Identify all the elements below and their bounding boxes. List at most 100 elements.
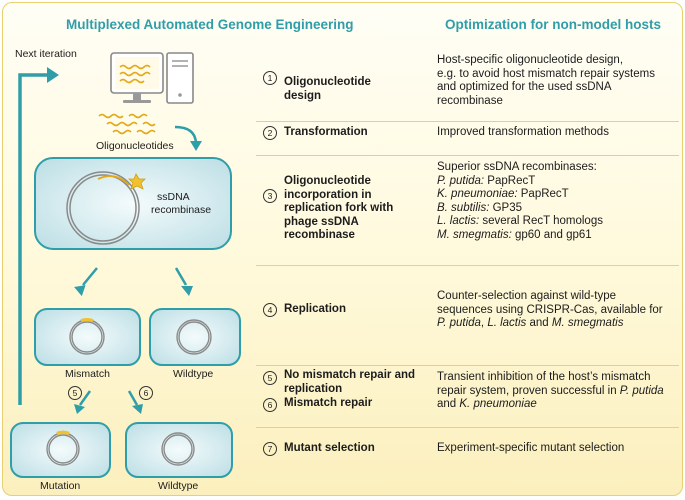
oligo-to-cell-arrow bbox=[174, 125, 198, 144]
next-iteration-arrowhead bbox=[47, 67, 59, 83]
row-divider bbox=[256, 155, 679, 156]
step-number-7: 7 bbox=[263, 442, 277, 456]
description-text: recombinase bbox=[437, 94, 503, 107]
step-label-line: recombinase bbox=[284, 229, 355, 241]
step-number-2: 2 bbox=[263, 126, 277, 140]
description-line: e.g. to avoid host mismatch repair syste… bbox=[437, 68, 655, 82]
mismatch-cell bbox=[34, 308, 141, 366]
recombinase-label-line: recombinase bbox=[151, 204, 212, 216]
step-label-line: phage ssDNA bbox=[284, 215, 359, 228]
description-line: P. putida: PapRecT bbox=[437, 175, 603, 189]
description-text: and bbox=[526, 317, 552, 329]
next-iteration-arrow bbox=[18, 73, 50, 405]
oligonucleotides-label: Oligonucleotides bbox=[96, 140, 174, 152]
wildtype-cell-bottom bbox=[125, 422, 233, 478]
species-name: M. smegmatis bbox=[551, 317, 624, 329]
description-line: and K. pneumoniae bbox=[437, 398, 664, 412]
species-name: L. lactis: bbox=[437, 215, 480, 227]
description-line: B. subtilis: GP35 bbox=[437, 202, 603, 216]
description-text: gp60 and gp61 bbox=[511, 228, 592, 241]
wildtype-top-label: Wildtype bbox=[173, 368, 214, 380]
row-divider bbox=[256, 427, 679, 428]
arrow-to-mutation-head bbox=[74, 404, 85, 414]
description-text: e.g. to avoid host mismatch repair syste… bbox=[437, 67, 655, 80]
step-description: Superior ssDNA recombinases:P. putida: P… bbox=[437, 161, 603, 242]
description-text: Counter-selection against wild-type bbox=[437, 290, 616, 302]
arrow-to-wildtype-top bbox=[174, 267, 188, 286]
step-description: Transient inhibition of the host’s misma… bbox=[437, 371, 664, 412]
species-name: P. putida: bbox=[437, 174, 485, 187]
step-label-line: design bbox=[284, 89, 322, 102]
big-cell bbox=[34, 157, 232, 250]
step-label-line: Replication bbox=[284, 303, 346, 315]
step-label: Mismatch repair bbox=[284, 397, 372, 411]
step-label-line: Oligonucleotide bbox=[284, 175, 371, 187]
step-number-6: 6 bbox=[263, 398, 277, 412]
step-number-1: 1 bbox=[263, 71, 277, 85]
description-line: K. pneumoniae: PapRecT bbox=[437, 188, 603, 202]
arrow-step-number-5: 5 bbox=[68, 386, 82, 400]
oligo-to-cell-arrowhead bbox=[190, 141, 202, 151]
description-line: repair system, proven successful in P. p… bbox=[437, 385, 664, 399]
step-label-line: Mutant selection bbox=[284, 442, 375, 454]
row-divider bbox=[256, 265, 679, 266]
step-number-4: 4 bbox=[263, 303, 277, 317]
step-label-line: Oligonucleotide bbox=[284, 76, 371, 88]
step-number-3: 3 bbox=[263, 189, 277, 203]
description-text: several RecT homologs bbox=[479, 215, 603, 227]
description-text: PapRecT bbox=[484, 174, 536, 187]
species-name: M. smegmatis: bbox=[437, 228, 512, 241]
diagram-graphics bbox=[10, 52, 241, 478]
description-line: Improved transformation methods bbox=[437, 126, 609, 140]
wildtype-cell-top bbox=[149, 308, 241, 366]
ssdna-recombinase-label: ssDNA recombinase bbox=[151, 191, 211, 217]
row-divider bbox=[256, 365, 679, 366]
description-text: Experiment-specific mutant selection bbox=[437, 442, 625, 454]
species-name: K. pneumoniae: bbox=[437, 188, 518, 200]
description-text: Improved transformation methods bbox=[437, 126, 609, 138]
step-label: Replication bbox=[284, 303, 346, 317]
description-line: P. putida, L. lactis and M. smegmatis bbox=[437, 317, 663, 331]
arrow-to-mismatch-head bbox=[74, 285, 86, 297]
arrow-to-mutation bbox=[78, 390, 92, 406]
arrow-step-number-6: 6 bbox=[139, 386, 153, 400]
description-line: Transient inhibition of the host’s misma… bbox=[437, 371, 664, 385]
description-line: sequences using CRISPR-Cas, available fo… bbox=[437, 304, 663, 318]
mutation-label: Mutation bbox=[40, 480, 81, 492]
arrow-to-wildtype-bottom bbox=[127, 390, 139, 406]
species-name: K. pneumoniae bbox=[459, 398, 537, 410]
step-label-line: No mismatch repair and bbox=[284, 369, 416, 381]
oligonucleotide-squiggles bbox=[98, 113, 156, 135]
computer-icon bbox=[110, 52, 194, 104]
step-description: Experiment-specific mutant selection bbox=[437, 442, 624, 456]
next-iteration-label: Next iteration bbox=[15, 48, 77, 60]
step-label: Transformation bbox=[284, 126, 368, 140]
step-description: Improved transformation methods bbox=[437, 126, 609, 140]
description-line: Superior ssDNA recombinases: bbox=[437, 161, 603, 175]
left-title: Multiplexed Automated Genome Engineering bbox=[66, 17, 354, 32]
row-divider bbox=[256, 121, 679, 122]
description-text: , bbox=[480, 317, 488, 329]
species-name: L. lactis bbox=[487, 317, 527, 329]
arrow-to-wildtype-bottom-head bbox=[132, 404, 143, 414]
description-text: sequences using CRISPR-Cas, available fo… bbox=[437, 303, 663, 316]
species-name: B. subtilis: bbox=[437, 201, 490, 214]
description-line: M. smegmatis: gp60 and gp61 bbox=[437, 229, 603, 243]
step-label-line: Transformation bbox=[284, 126, 368, 138]
arrow-to-wildtype-top-head bbox=[181, 286, 193, 296]
mismatch-label: Mismatch bbox=[65, 368, 110, 380]
description-line: and optimized for the used ssDNA bbox=[437, 81, 655, 95]
description-line: L. lactis: several RecT homologs bbox=[437, 215, 603, 229]
description-text: Host-specific oligonucleotide design, bbox=[437, 54, 624, 66]
arrow-to-mismatch bbox=[82, 267, 98, 286]
description-line: Experiment-specific mutant selection bbox=[437, 442, 624, 456]
step-label-line: Mismatch repair bbox=[284, 397, 373, 409]
description-line: recombinase bbox=[437, 95, 655, 109]
step-number-5: 5 bbox=[263, 371, 277, 385]
step-label: Mutant selection bbox=[284, 442, 375, 456]
recombinase-icon bbox=[128, 173, 146, 190]
